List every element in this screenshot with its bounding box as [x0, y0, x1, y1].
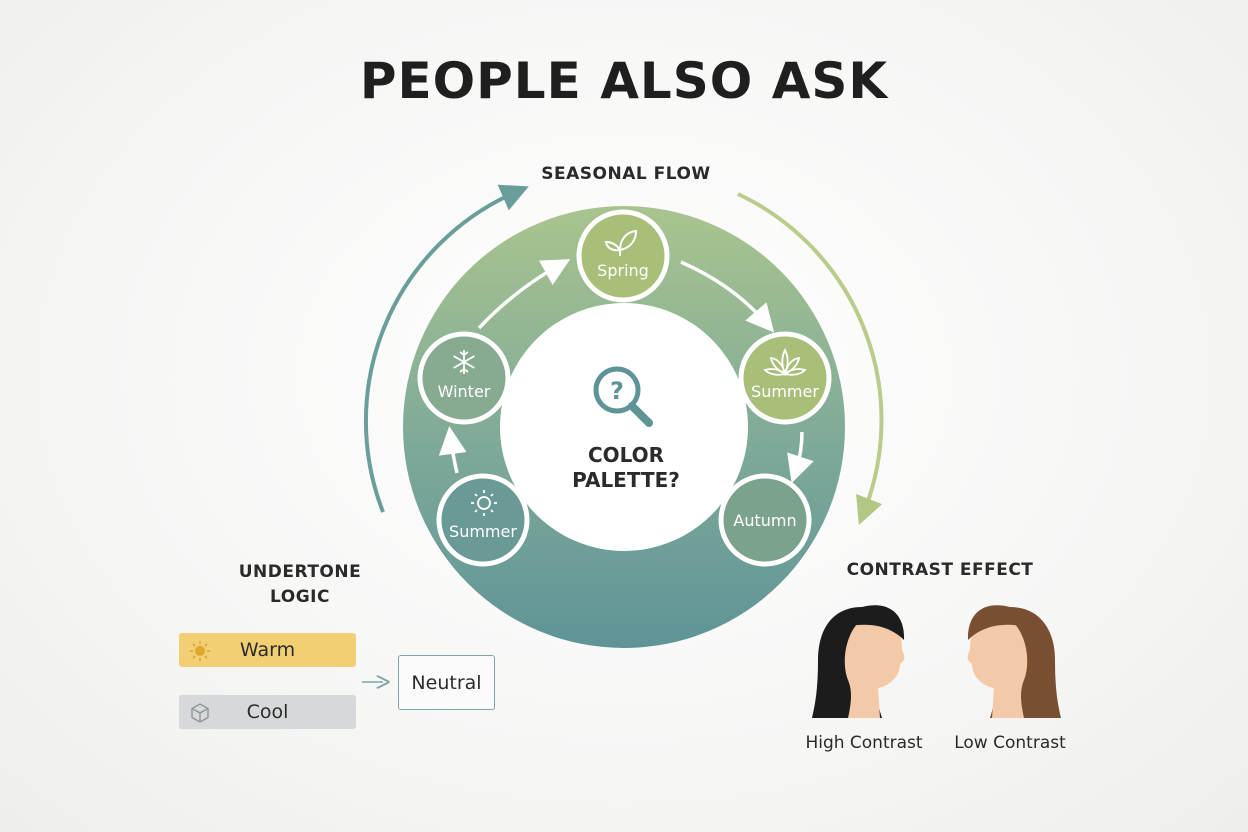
node-winter[interactable]: Winter	[417, 331, 511, 425]
low-contrast-face	[967, 605, 1061, 718]
magnifier-question-icon: ?	[593, 366, 653, 427]
cool-label: Cool	[246, 701, 289, 723]
leaf-icon	[604, 229, 638, 256]
svg-text:?: ?	[610, 377, 624, 405]
flower-icon	[763, 347, 807, 377]
node-summer-left[interactable]: Summer	[436, 473, 530, 567]
arrow-summer-winter	[438, 426, 467, 474]
flow-arc-left	[363, 184, 529, 513]
undertone-label-line2: LOGIC	[270, 587, 330, 607]
cube-icon	[191, 703, 209, 723]
node-autumn[interactable]: Autumn	[718, 473, 812, 567]
seasonal-flow-label: SEASONAL FLOW	[541, 164, 711, 184]
contrast-effect-label: CONTRAST EFFECT	[846, 560, 1034, 580]
snowflake-icon	[453, 350, 475, 374]
center-disc	[500, 303, 748, 551]
warm-label: Warm	[239, 639, 296, 661]
high-contrast-caption: High Contrast	[805, 733, 923, 753]
center-label-line1: COLOR	[588, 443, 664, 467]
undertone-label-line1: UNDERTONE	[238, 562, 362, 582]
sun-icon	[471, 490, 497, 516]
neutral-box[interactable]: Neutral	[398, 655, 495, 710]
undertone-label: UNDERTONE LOGIC	[218, 560, 382, 610]
center-label-line2: PALETTE?	[572, 468, 680, 492]
page-title: PEOPLE ALSO ASK	[359, 52, 889, 110]
node-winter-label: Winter	[438, 382, 491, 401]
flow-arc-right	[737, 192, 884, 526]
warm-option[interactable]: Warm	[179, 633, 356, 667]
sun-icon	[190, 641, 210, 661]
arrow-spring-summer	[680, 260, 775, 333]
node-spring[interactable]: Spring	[576, 209, 670, 303]
node-summer-right[interactable]: Summer	[738, 331, 832, 425]
low-contrast-caption: Low Contrast	[954, 733, 1066, 753]
high-contrast-face	[812, 605, 905, 718]
node-autumn-label: Autumn	[733, 511, 796, 530]
arrow-winter-spring	[477, 259, 571, 330]
arrow-summer-autumn	[787, 431, 814, 484]
node-summer-right-label: Summer	[751, 382, 819, 401]
neutral-label: Neutral	[411, 671, 482, 694]
node-summer-left-label: Summer	[449, 522, 517, 541]
cool-option[interactable]: Cool	[179, 695, 356, 729]
node-spring-label: Spring	[597, 261, 649, 280]
